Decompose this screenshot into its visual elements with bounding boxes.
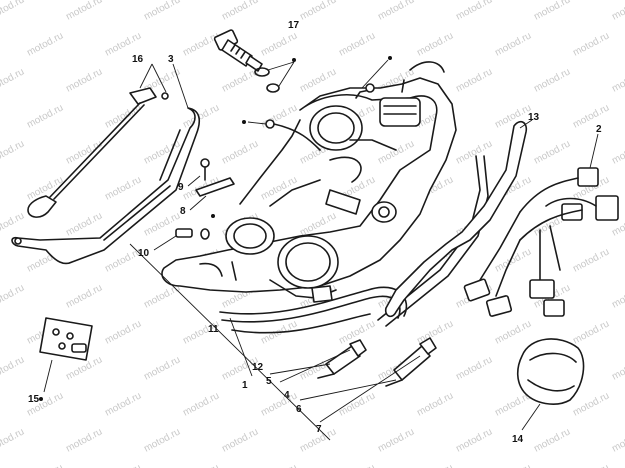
watermark-text: motod.ru [571,246,611,274]
part-10-nozzle [153,228,210,251]
watermark-text: motod.ru [454,426,494,454]
watermark-text: motod.ru [454,0,494,23]
watermark-text: motod.ru [454,66,494,94]
callout-13: 13 [528,112,540,123]
watermark-text: motod.ru [64,282,104,310]
watermark-text: motod.ru [64,0,104,23]
watermark-text: motod.ru [64,426,104,454]
watermark-text: motod.ru [103,318,143,346]
part-13-bracket [384,119,533,318]
watermark-text: motod.ru [220,138,260,166]
watermark-text: motod.ru [610,354,625,382]
watermark-text: motod.ru [0,66,26,94]
watermark-text: motod.ru [454,138,494,166]
watermark-text: motod.ru [337,462,377,468]
throttle-body-assembly [161,59,457,303]
watermark-text: motod.ru [259,102,299,130]
watermark-text: motod.ru [103,174,143,202]
callout-5: 5 [266,376,272,387]
callout-17: 17 [288,20,300,31]
group-1-bracket-lines [129,243,331,441]
watermark-text: motod.ru [571,102,611,130]
watermark-text: motod.ru [298,0,338,23]
watermark-text: motod.ru [610,0,625,23]
watermark-text: motod.ru [64,210,104,238]
watermark-text: motod.ru [259,30,299,58]
watermark-text: motod.ru [259,462,299,468]
watermark-text: motod.ru [25,30,65,58]
watermark-text: motod.ru [610,66,625,94]
part-2-wiring-harness [463,133,619,317]
part-15-connector-plate [39,317,93,393]
callout-14: 14 [512,434,524,445]
watermark-text: motod.ru [103,462,143,468]
callout-9: 9 [178,182,184,193]
part-8-clip [189,177,235,211]
callout-4: 4 [284,390,290,401]
watermark-text: motod.ru [181,30,221,58]
watermark-text: motod.ru [220,426,260,454]
watermark-text: motod.ru [493,462,533,468]
watermark-text: motod.ru [610,426,625,454]
watermark-text: motod.ru [142,0,182,23]
watermark-text: motod.ru [142,354,182,382]
part-17-fuel-connector [213,29,295,93]
watermark-text: motod.ru [571,390,611,418]
callout-12: 12 [252,362,264,373]
watermark-text: motod.ru [532,138,572,166]
watermark-text: motod.ru [376,0,416,23]
watermark-text: motod.ru [181,462,221,468]
watermark-text: motod.ru [0,282,26,310]
part-9-screw [187,158,210,187]
watermark-text: motod.ru [415,30,455,58]
watermark-text: motod.ru [142,426,182,454]
callout-1: 1 [242,380,248,391]
watermark-text: motod.ru [454,354,494,382]
part-14-cover [516,338,585,431]
watermark-text: motod.ru [337,390,377,418]
watermark-text: motod.ru [571,462,611,468]
asterisk-markers [39,56,392,401]
watermark-text: motod.ru [571,318,611,346]
watermark-text: motod.ru [103,390,143,418]
watermark-text: motod.ru [64,66,104,94]
watermark-text: motod.ru [0,210,26,238]
part-3-bracket [11,63,201,265]
watermark-text: motod.ru [337,30,377,58]
watermark-text: motod.ru [610,282,625,310]
callout-labels: 17 16 3 13 2 9 8 10 15 11 12 1 5 4 6 7 1… [28,20,602,445]
callout-16: 16 [132,54,144,65]
watermark-text: motod.ru [25,102,65,130]
watermark-text: motod.ru [376,426,416,454]
watermark-text: motod.ru [25,462,65,468]
watermark-text: motod.ru [0,0,26,23]
callout-8: 8 [180,206,186,217]
watermark-text: motod.ru [298,66,338,94]
watermark-text: motod.ru [0,354,26,382]
watermark-text: motod.ru [415,390,455,418]
callout-10: 10 [138,248,150,259]
watermark-text: motod.ru [0,426,26,454]
callout-7: 7 [316,424,322,435]
callout-3: 3 [168,54,174,65]
part-16-linkage-rod [27,63,169,218]
callout-11: 11 [208,324,219,335]
watermark-text: motod.ru [532,426,572,454]
watermark-text: motod.ru [181,390,221,418]
watermark-text: motod.ru [532,66,572,94]
watermark-text: motod.ru [415,462,455,468]
callout-2: 2 [596,124,602,135]
watermark-text: motod.ru [220,0,260,23]
watermark-text: motod.ru [0,138,26,166]
watermark-text: motod.ru [493,318,533,346]
callout-15: 15 [28,394,40,405]
watermark-text: motod.ru [220,66,260,94]
watermark-text: motod.ru [493,30,533,58]
watermark-text: motod.ru [142,282,182,310]
watermark-text: motod.ru [571,30,611,58]
callout-6: 6 [296,404,302,415]
watermark-text: motod.ru [532,0,572,23]
watermark-text: motod.ru [610,138,625,166]
